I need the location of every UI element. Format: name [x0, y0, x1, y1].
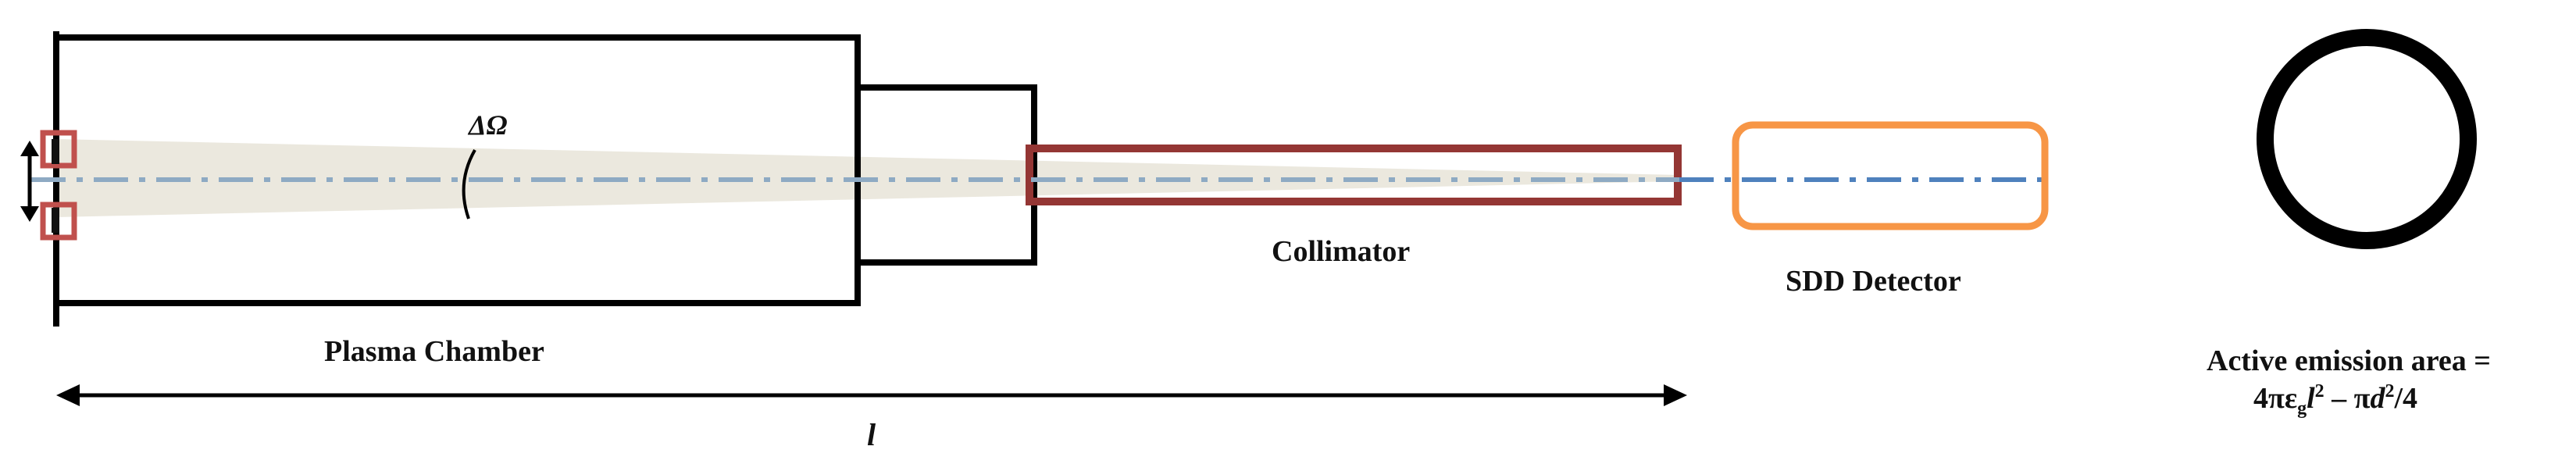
length-label: l [867, 417, 876, 452]
formula-sup-2b: 2 [2385, 381, 2394, 402]
formula-l: l [2307, 382, 2315, 415]
collimator-label: Collimator [1272, 235, 1410, 268]
emission-area-title: Active emission area = [2207, 344, 2491, 377]
sdd-detector [1732, 121, 2049, 230]
length-arrow-right-head [1664, 384, 1687, 406]
aperture-arrow-down-head [20, 206, 39, 222]
aperture-arrow-up-head [20, 141, 39, 156]
collimator-tube [1026, 145, 1682, 205]
aperture-bottom-slit [52, 208, 59, 233]
formula-sup-2a: 2 [2315, 381, 2324, 402]
formula-minus: – π [2324, 382, 2371, 415]
formula-tail: /4 [2393, 382, 2417, 415]
formula-d: d [2370, 382, 2385, 415]
aperture-top-slit [52, 139, 59, 164]
chamber-neck [855, 84, 1037, 266]
emission-area-ring [2257, 29, 2477, 249]
solid-angle-arc [462, 149, 476, 220]
solid-angle-label: ΔΩ [467, 109, 508, 141]
formula-coef: 4πε [2253, 382, 2297, 415]
formula-sub-g: g [2297, 398, 2307, 419]
plasma-chamber-label: Plasma Chamber [324, 335, 544, 368]
detector-label: SDD Detector [1786, 265, 1961, 298]
aperture-top [40, 130, 77, 169]
aperture-bottom [40, 202, 77, 241]
emission-area-formula: 4πεgl2 – πd2/4 [2253, 381, 2417, 419]
length-arrow-left-head [56, 384, 80, 406]
